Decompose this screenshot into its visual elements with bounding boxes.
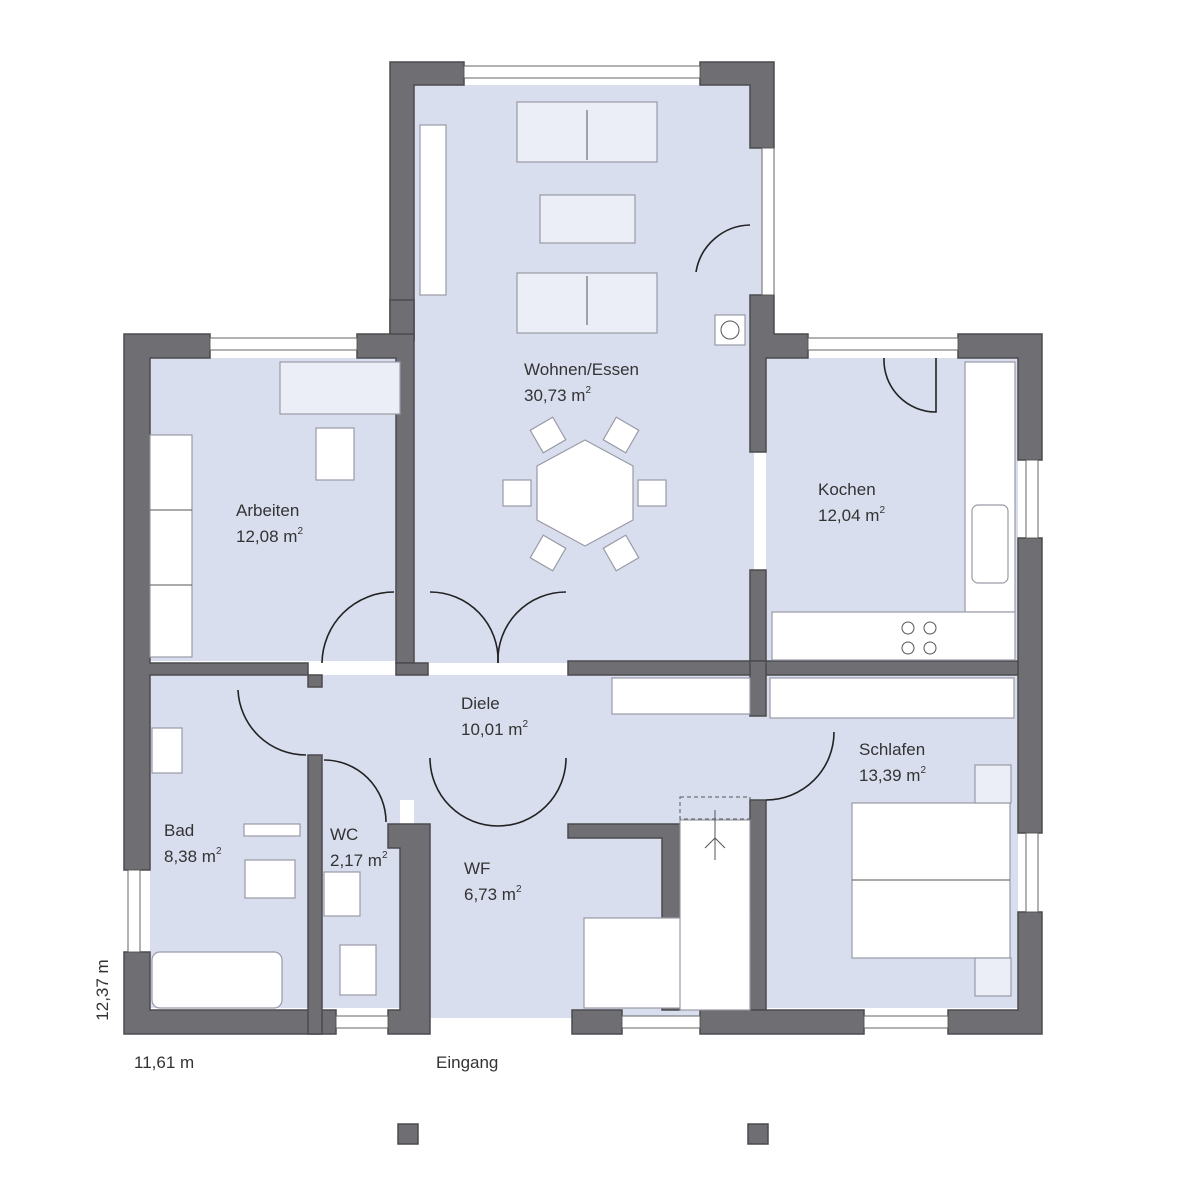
- door-wf-right: [497, 757, 567, 827]
- room-label-wf: WF: [464, 859, 490, 878]
- door-wf-left: [429, 757, 499, 827]
- door-arbeiten: [321, 591, 395, 664]
- wardrobe-schlafen: [769, 677, 1015, 719]
- wall-wohnen-kochen-mid: [749, 569, 767, 664]
- walls: [123, 61, 1043, 1035]
- wardrobe-diele: [611, 677, 751, 715]
- dimension-width: 11,61 m: [134, 1053, 194, 1072]
- wall-kochen-right-mid: [1017, 537, 1043, 834]
- room-area-bad: 8,38 m2: [164, 846, 222, 866]
- toilet-wc: [339, 944, 377, 996]
- room-area-wohnen: 30,73 m2: [524, 385, 591, 405]
- desk: [279, 361, 401, 415]
- wall-bottom-right: [699, 1009, 865, 1035]
- wall-arbeiten-top-left: [123, 333, 323, 871]
- hob-2: [923, 621, 937, 635]
- nightstand-top: [974, 764, 1012, 804]
- room-label-wc: WC: [330, 825, 358, 844]
- room-area-diele: 10,01 m2: [461, 719, 528, 739]
- wall-wohnen-top-right: [699, 61, 775, 149]
- wall-schlafen-left: [749, 799, 767, 1011]
- door-schlafen: [765, 731, 835, 801]
- room-area-wf: 6,73 m2: [464, 884, 522, 904]
- stove-chimney-flue: [720, 320, 740, 340]
- door-bad: [237, 689, 307, 756]
- washbasin-wc: [323, 871, 361, 917]
- window-arbeiten-top: [209, 337, 358, 351]
- coffee-table: [539, 194, 636, 244]
- window-schlafen-right: [1025, 832, 1039, 913]
- dimension-depth: 12,37 m: [93, 959, 112, 1020]
- window-wohnen-right: [761, 147, 775, 296]
- bathtub: [151, 951, 283, 1009]
- room-label-bad: Bad: [164, 821, 194, 840]
- wall-bottom-mid: [571, 1009, 623, 1035]
- room-area-wc: 2,17 m2: [330, 850, 388, 870]
- door-wohnen-left: [429, 591, 499, 664]
- chair-4: [637, 479, 667, 507]
- toilet-bad: [244, 859, 296, 899]
- hob-1: [901, 621, 915, 635]
- room-label-arbeiten: Arbeiten: [236, 501, 299, 520]
- shower-wall: [243, 823, 301, 837]
- kitchen-sink: [971, 504, 1009, 584]
- dining-table: [536, 439, 634, 547]
- door-wc: [323, 759, 387, 823]
- furniture: [149, 101, 1016, 1011]
- shelf-arbeiten: [149, 434, 193, 658]
- chair-2: [602, 416, 640, 454]
- window-wc-bottom: [335, 1015, 389, 1029]
- desk-chair: [315, 427, 355, 481]
- room-label-kochen: Kochen: [818, 480, 876, 499]
- wall-bottom-left: [123, 951, 337, 1035]
- chair-1: [529, 416, 567, 454]
- stove-chimney: [714, 314, 746, 346]
- wall-bad-wc: [307, 754, 323, 1035]
- nightstand-bottom: [974, 957, 1012, 997]
- window-wohnen-top: [463, 65, 701, 79]
- room-label-diele: Diele: [461, 694, 500, 713]
- porch-post-left: [397, 1123, 419, 1145]
- sideboard: [419, 124, 447, 296]
- windows: [127, 65, 1039, 1029]
- wall-wc-wf: [387, 823, 431, 1035]
- staircase-arrow: [704, 810, 726, 860]
- wall-kochen-top-right: [957, 333, 1043, 461]
- room-area-kochen: 12,04 m2: [818, 505, 885, 525]
- washbasin-bad: [151, 727, 183, 774]
- window-schlafen-bottom: [863, 1015, 949, 1029]
- staircase-landing: [679, 796, 751, 820]
- door-wohnen-right: [497, 591, 567, 664]
- room-label-wohnen: Wohnen/Essen: [524, 360, 639, 379]
- wall-arbeiten-diele-stub: [395, 662, 429, 676]
- wall-schlafen-bottom-right: [947, 911, 1043, 1035]
- window-bad-left: [127, 869, 141, 953]
- entrance-label: Eingang: [436, 1053, 498, 1072]
- door-swing-kochen: [883, 357, 937, 413]
- room-labels: Wohnen/Essen 30,73 m2 Arbeiten 12,08 m2 …: [164, 360, 926, 904]
- wall-kochen-schlafen: [749, 660, 767, 717]
- porch-post-right: [747, 1123, 769, 1145]
- chair-6: [602, 534, 640, 572]
- room-label-schlafen: Schlafen: [859, 740, 925, 759]
- hob-4: [923, 641, 937, 655]
- room-area-schlafen: 13,39 m2: [859, 765, 926, 785]
- chair-3: [502, 479, 532, 507]
- wall-wohnen-kochen-top: [749, 294, 809, 453]
- wall-diele-top-right: [567, 660, 1019, 676]
- hob-3: [901, 641, 915, 655]
- chair-5: [529, 534, 567, 572]
- window-kochen-top: [807, 337, 959, 351]
- kitchen-counter-bottom: [771, 611, 1016, 661]
- window-kochen-right: [1025, 459, 1039, 539]
- door-swing-wohnen: [695, 224, 751, 273]
- floor-wohnen: [414, 85, 754, 663]
- room-area-arbeiten: 12,08 m2: [236, 526, 303, 546]
- window-stair-bottom: [621, 1015, 701, 1029]
